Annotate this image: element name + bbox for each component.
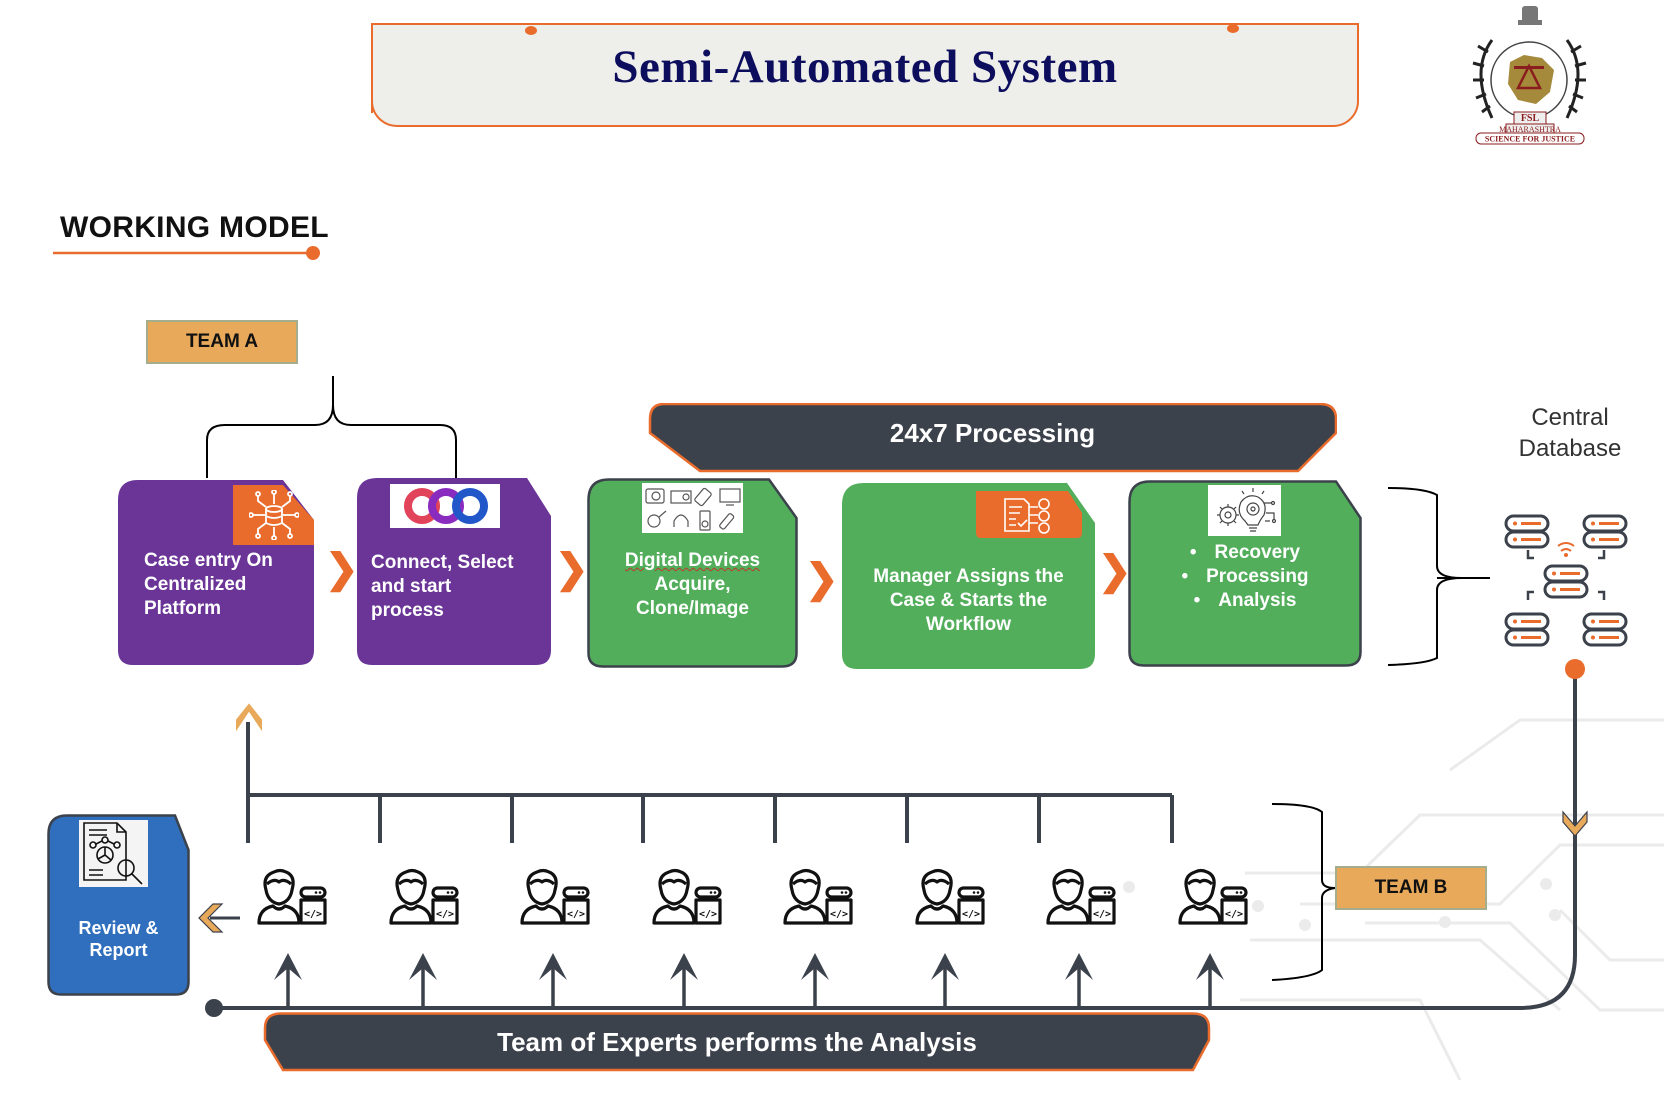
server-icon [1582, 514, 1628, 549]
review-report-card[interactable]: Review & Report [47, 814, 190, 996]
svg-text:</>: </> [1224, 909, 1242, 920]
fsl-logo: FSL MAHARASHTRA SCIENCE FOR JUSTICE [1462, 0, 1597, 145]
svg-text:</>: </> [830, 909, 848, 920]
svg-text:</>: </> [1093, 909, 1111, 920]
svg-text:</>: </> [304, 909, 322, 920]
developer-expert-icon: </> [1045, 868, 1117, 931]
svg-text:</>: </> [567, 909, 585, 920]
step-digital-devices[interactable]: Digital Devices Acquire, Clone/Image [587, 478, 798, 668]
step-manager-assigns[interactable]: Manager Assigns the Case & Starts the Wo… [842, 483, 1095, 669]
step-case-entry-text: Case entry On Centralized Platform [144, 549, 273, 621]
step-line: Platform [144, 598, 222, 619]
step-manager-assigns-text: Manager Assigns the Case & Starts the Wo… [842, 565, 1095, 637]
step-line: Centralized [144, 574, 247, 595]
step-connect-select[interactable]: Connect, Select and start process [357, 478, 551, 665]
developer-expert-icon: </> [914, 868, 986, 931]
central-database-label: Central Database [1505, 402, 1635, 464]
team-b-tag: TEAM B [1335, 866, 1487, 910]
step-line: Workflow [925, 614, 1012, 635]
review-report-text: Review & Report [47, 917, 190, 961]
step-line: Acquire, [654, 574, 731, 595]
title-banner-dot-left [525, 26, 537, 35]
review-line: Report [89, 940, 148, 960]
server-icon [1582, 612, 1628, 647]
emblem-icon: FSL MAHARASHTRA SCIENCE FOR JUSTICE [1472, 6, 1587, 145]
svg-text:</>: </> [698, 909, 716, 920]
step-connect-select-text: Connect, Select and start process [371, 551, 514, 623]
logo-motto-text: SCIENCE FOR JUSTICE [1485, 135, 1575, 144]
title-banner [371, 23, 1359, 127]
flow-chevron-icon: ❯ [1098, 549, 1132, 593]
server-icon [1543, 564, 1589, 599]
team-a-tag: TEAM A [146, 320, 298, 364]
digital-devices-grid-icon [642, 483, 743, 533]
developer-expert-icon: </> [1177, 868, 1249, 931]
svg-text:</>: </> [435, 909, 453, 920]
page-title: Semi-Automated System [612, 41, 1118, 93]
step-recovery-text: •Recovery •Processing •Analysis [1128, 541, 1362, 613]
developer-expert-icon: </> [519, 868, 591, 931]
section-title: WORKING MODEL [60, 211, 329, 244]
developer-expert-icon: </> [651, 868, 723, 931]
developer-expert-icon: </> [782, 868, 854, 931]
logo-state-text: MAHARASHTRA [1499, 125, 1561, 134]
gear-lightbulb-icon [1208, 485, 1281, 536]
bullet-item: •Recovery [1189, 542, 1301, 563]
step-line: Manager Assigns the [873, 566, 1064, 587]
step-line: and start [371, 576, 452, 597]
processing-band-label: 24x7 Processing [889, 418, 1096, 448]
database-network-cluster-icon [1504, 514, 1628, 647]
developer-expert-icon: </> [256, 868, 328, 931]
flow-chevron-icon: ❯ [805, 557, 839, 601]
database-network-icon [249, 490, 299, 540]
experts-band-label: Team of Experts performs the Analysis [497, 1027, 977, 1057]
processing-band: 24x7 Processing [648, 403, 1337, 473]
step-line: Connect, Select [371, 552, 514, 573]
db-label-line: Database [1518, 435, 1622, 462]
svg-text:</>: </> [961, 909, 979, 920]
experts-band: Team of Experts performs the Analysis [263, 1012, 1211, 1072]
step-recovery-processing-analysis[interactable]: •Recovery •Processing •Analysis [1128, 480, 1362, 667]
title-banner-dot-right [1227, 24, 1239, 33]
logo-fsl-text: FSL [1521, 113, 1540, 124]
bullet-item: •Analysis [1193, 590, 1297, 611]
step-line: Case entry On [144, 550, 273, 571]
developer-expert-icon: </> [388, 868, 460, 931]
step-line: Case & Starts the [889, 590, 1048, 611]
step-line: Digital Devices [624, 550, 761, 571]
step-digital-devices-text: Digital Devices Acquire, Clone/Image [587, 549, 798, 621]
flow-chevron-icon: ❯ [325, 547, 359, 591]
step-line: process [371, 600, 444, 621]
step-line: Clone/Image [636, 598, 749, 619]
step-case-entry[interactable]: Case entry On Centralized Platform [118, 480, 314, 665]
infinity-loop-logo-icon [390, 484, 500, 528]
db-label-line: Central [1531, 404, 1609, 431]
flow-chevron-icon: ❯ [555, 547, 589, 591]
server-icon [1504, 612, 1550, 647]
bullet-item: •Processing [1181, 566, 1309, 587]
server-icon [1504, 514, 1550, 549]
report-analysis-icon [79, 820, 148, 887]
task-assignment-icon [1004, 498, 1050, 534]
review-line: Review & [78, 918, 159, 938]
